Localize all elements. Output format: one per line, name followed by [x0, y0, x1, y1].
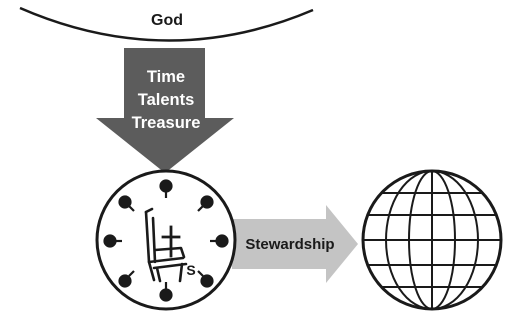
- stewardship-arrow: Stewardship: [232, 205, 358, 283]
- globe-icon: [361, 169, 503, 311]
- clock-icon: S: [95, 169, 237, 311]
- arrow-down-icon: [96, 48, 234, 173]
- god-label: God: [151, 12, 183, 29]
- gift-talents-label: Talents: [138, 91, 195, 109]
- stewardship-label: Stewardship: [245, 236, 334, 253]
- gift-treasure-label: Treasure: [132, 114, 201, 132]
- gifts-down-arrow: Time Talents Treasure: [96, 48, 234, 173]
- chair-icon: [144, 207, 188, 283]
- clock-markers: [103, 179, 229, 302]
- cross-icon: [161, 225, 181, 258]
- steward-initial: S: [186, 262, 195, 278]
- globe-parallels: [363, 192, 501, 288]
- arrow-right-icon: [232, 205, 358, 283]
- gift-time-label: Time: [147, 68, 185, 86]
- god-arc: [19, 6, 314, 42]
